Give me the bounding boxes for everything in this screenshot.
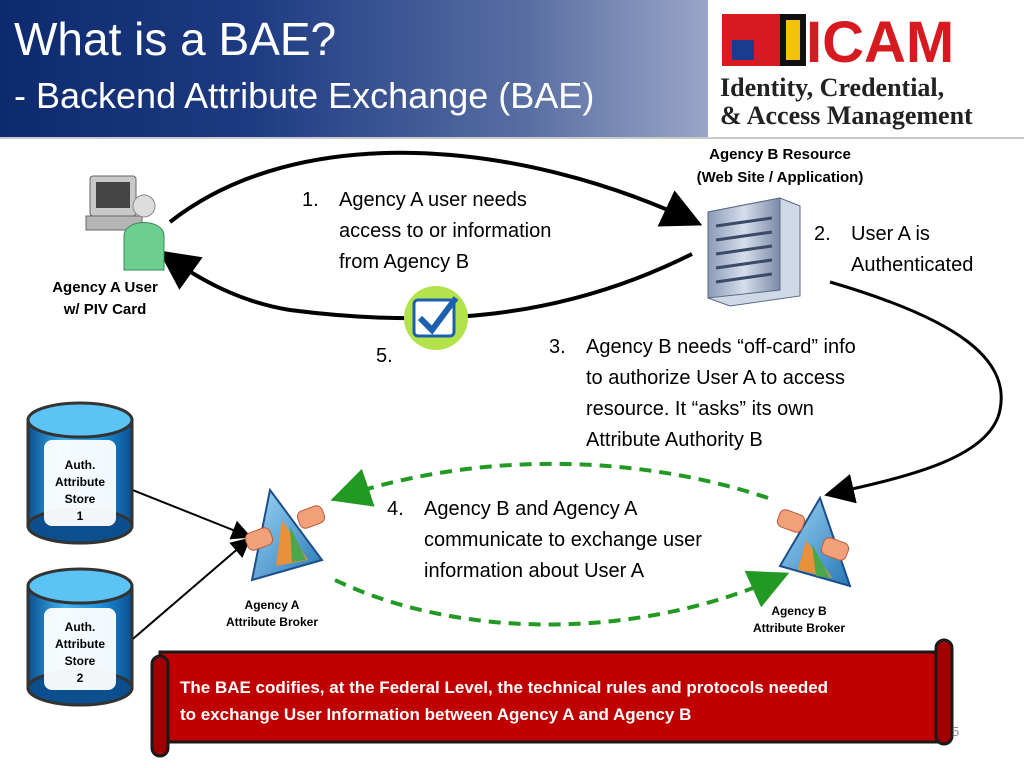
step-5-number: 5. xyxy=(376,345,393,367)
store1-connector xyxy=(96,467,252,540)
step-4-line1: Agency B and Agency A xyxy=(424,498,638,520)
step-5: 5. xyxy=(376,341,416,372)
step-4: 4. Agency B and Agency A communicate to … xyxy=(387,494,767,589)
resource-label-line1: Agency B Resource xyxy=(709,146,851,163)
store1-label-line1: Auth. xyxy=(64,458,96,472)
icam-logo: ICAM xyxy=(708,0,1024,137)
logo-tagline-line2: & Access Management xyxy=(720,101,973,130)
user-computer-icon xyxy=(85,175,165,271)
broker-b-icon xyxy=(776,495,852,588)
step-1: 1. Agency A user needs access to or info… xyxy=(302,185,602,280)
step-3-number: 3. xyxy=(549,336,566,358)
step-3-line2: to authorize User A to access xyxy=(586,367,846,389)
step-1-line3: from Agency B xyxy=(339,251,470,273)
arrow-response xyxy=(158,250,693,321)
checkmark-icon xyxy=(404,286,468,350)
broker-b-label-line1: Agency B xyxy=(771,604,827,618)
broker-a-icon xyxy=(244,487,326,582)
user-label-line1: Agency A User xyxy=(52,279,158,296)
slide-subtitle: - Backend Attribute Exchange (BAE) xyxy=(14,75,595,116)
summary-banner xyxy=(150,638,954,758)
icam-logo-mark: ICAM xyxy=(722,10,954,75)
step-4-line2: communicate to exchange user xyxy=(424,529,702,551)
title-bar: What is a BAE? - Backend Attribute Excha… xyxy=(0,0,708,137)
resource-label-line2: (Web Site / Application) xyxy=(696,169,864,186)
dashed-arrow-b-to-a xyxy=(330,461,769,507)
summary-banner-line1: The BAE codifies, at the Federal Level, … xyxy=(180,678,829,697)
icam-wordmark: ICAM xyxy=(806,10,954,75)
step-1-line1: Agency A user needs xyxy=(339,189,527,211)
step-3-line3: resource. It “asks” its own xyxy=(586,398,814,420)
store1-label-line4: 1 xyxy=(76,509,84,523)
step-2-line1: User A is xyxy=(851,223,930,245)
arrow-ask-authority xyxy=(824,280,1003,504)
attribute-store-2-icon xyxy=(26,567,134,707)
store2-label-line1: Auth. xyxy=(64,620,96,634)
logo-tagline-line1: Identity, Credential, xyxy=(720,73,945,102)
user-label: Agency A User w/ PIV Card xyxy=(30,277,180,321)
dashed-arrow-a-to-b xyxy=(334,570,790,627)
broker-b-label-line2: Attribute Broker xyxy=(752,621,845,635)
summary-banner-line2: to exchange User Information between Age… xyxy=(180,705,692,724)
store1-label-line3: Store xyxy=(64,492,96,506)
broker-b-label: Agency B Attribute Broker xyxy=(739,603,859,637)
resource-label: Agency B Resource (Web Site / Applicatio… xyxy=(660,143,900,189)
step-2-number: 2. xyxy=(814,223,831,245)
attribute-store-1-icon xyxy=(26,401,134,545)
store1-label-line2: Attribute xyxy=(55,475,105,489)
server-icon xyxy=(707,197,801,307)
store2-label-line2: Attribute xyxy=(55,637,105,651)
step-4-number: 4. xyxy=(387,498,404,520)
user-label-line2: w/ PIV Card xyxy=(63,301,147,318)
arrow-request xyxy=(168,150,703,227)
step-3-line4: Attribute Authority B xyxy=(586,429,763,451)
step-1-number: 1. xyxy=(302,189,319,211)
slide-title: What is a BAE? xyxy=(14,13,337,65)
step-1-line2: access to or information xyxy=(339,220,552,242)
step-2: 2. User A is Authenticated xyxy=(814,219,1014,283)
step-4-line3: information about User A xyxy=(424,560,645,582)
step-2-line2: Authenticated xyxy=(851,254,974,276)
summary-banner-text: The BAE codifies, at the Federal Level, … xyxy=(180,674,940,728)
broker-a-label-line2: Attribute Broker xyxy=(225,615,318,629)
store2-label-line4: 2 xyxy=(76,671,84,685)
broker-a-label-line1: Agency A xyxy=(244,598,300,612)
broker-a-label: Agency A Attribute Broker xyxy=(212,597,332,631)
step-3: 3. Agency B needs “off-card” info to aut… xyxy=(549,332,929,458)
store2-label-line3: Store xyxy=(64,654,96,668)
logo-tagline: Identity, Credential, & Access Managemen… xyxy=(720,74,973,130)
store2-connector xyxy=(101,537,252,669)
store2-label: Auth. Attribute Store 2 xyxy=(36,619,124,687)
store1-label: Auth. Attribute Store 1 xyxy=(36,457,124,525)
header-divider xyxy=(0,137,1024,139)
step-3-line1: Agency B needs “off-card” info xyxy=(586,336,856,358)
page-number: 5 xyxy=(952,724,960,739)
